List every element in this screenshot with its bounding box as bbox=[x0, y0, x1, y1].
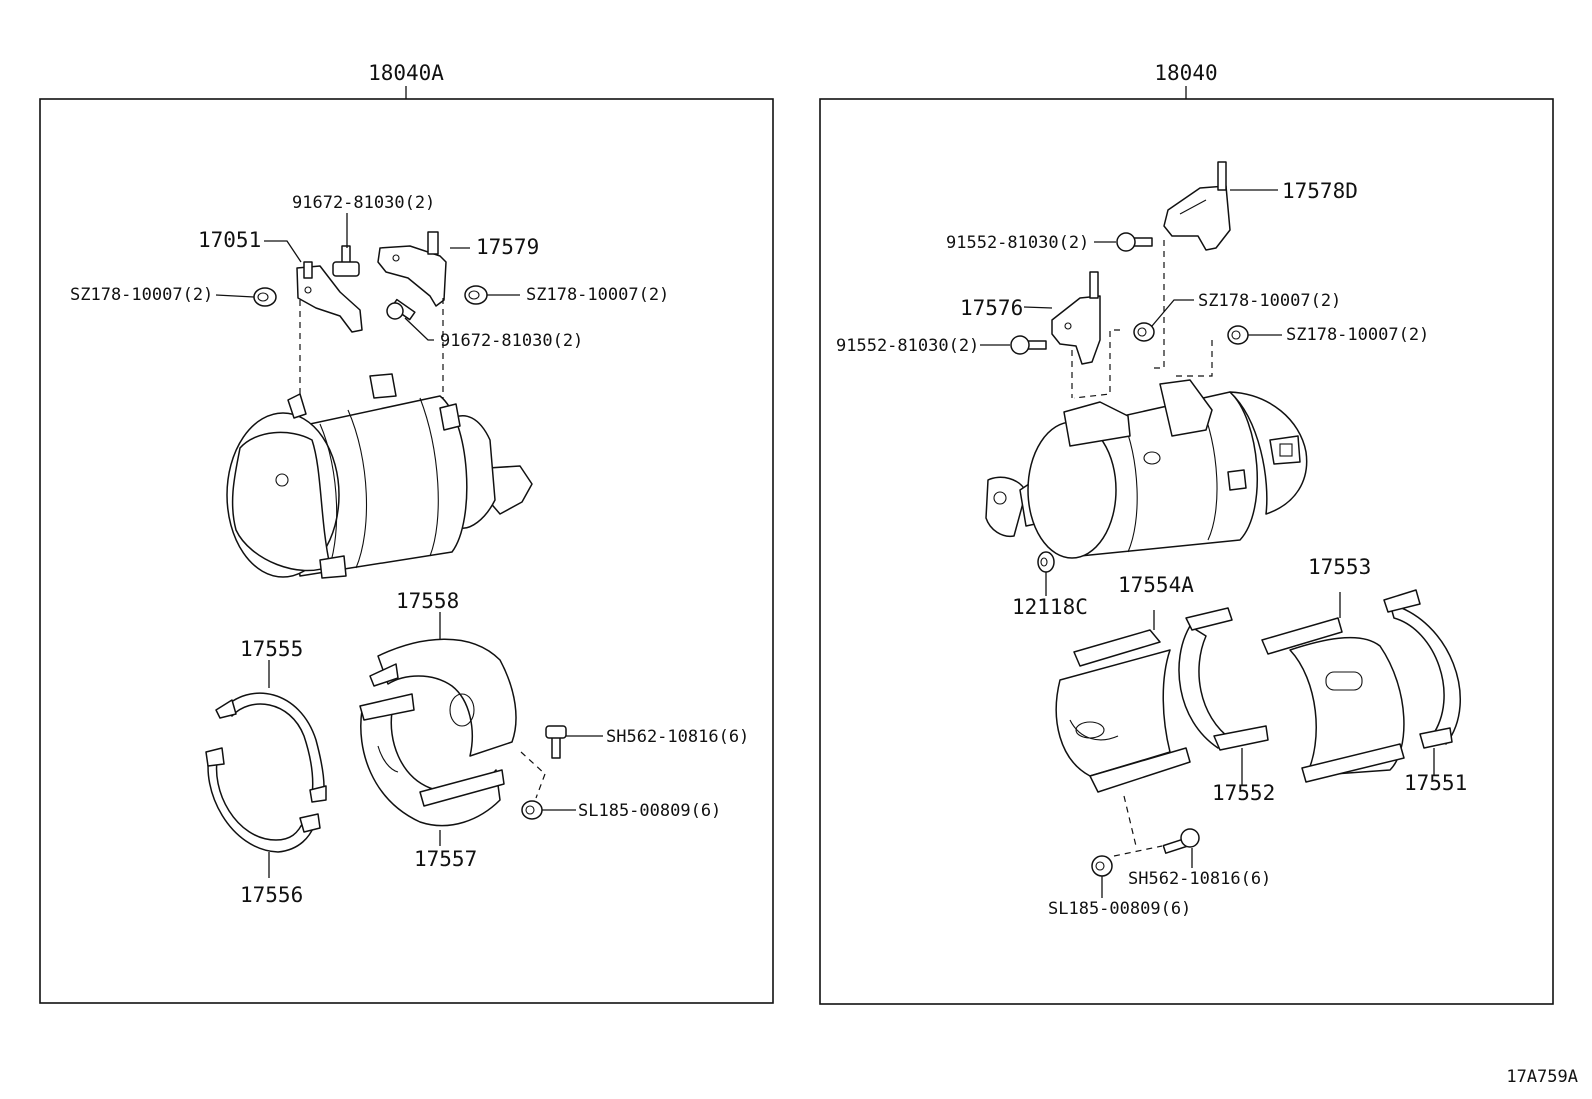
label-sh562-10816-right: SH562-10816(6) bbox=[1128, 869, 1271, 889]
label-sz178-10007-right-r: SZ178-10007(2) bbox=[1286, 325, 1429, 345]
heat-shield-17557 bbox=[359, 693, 505, 827]
bolt-91552-top bbox=[1116, 232, 1153, 252]
heat-shield-17553 bbox=[1261, 617, 1405, 783]
bracket-17578d bbox=[1163, 161, 1231, 251]
label-91672-81030-bottom: 91672-81030(2) bbox=[440, 331, 583, 351]
label-17553: 17553 bbox=[1308, 555, 1371, 579]
bracket-17579 bbox=[377, 231, 447, 307]
label-17051: 17051 bbox=[198, 228, 261, 252]
nut-sz178-right bbox=[464, 285, 488, 305]
gasket-12118c bbox=[1037, 551, 1055, 573]
right-assembly-title: 18040 bbox=[1154, 61, 1217, 85]
label-17555: 17555 bbox=[240, 637, 303, 661]
label-91672-81030-top: 91672-81030(2) bbox=[292, 193, 435, 213]
label-17551: 17551 bbox=[1404, 771, 1467, 795]
bolt-sh562-left bbox=[545, 725, 567, 759]
illustration-code: 17A759A bbox=[1506, 1067, 1578, 1087]
label-17579: 17579 bbox=[476, 235, 539, 259]
bracket-17576 bbox=[1051, 271, 1101, 365]
label-17557: 17557 bbox=[414, 847, 477, 871]
label-17578d: 17578D bbox=[1282, 179, 1358, 203]
right-assembly-frame bbox=[819, 98, 1554, 1005]
label-91552-81030-top: 91552-81030(2) bbox=[946, 233, 1089, 253]
bolt-91552-bottom bbox=[1010, 335, 1047, 355]
label-sh562-10816-left: SH562-10816(6) bbox=[606, 727, 749, 747]
label-sz178-10007-mid: SZ178-10007(2) bbox=[1198, 291, 1341, 311]
label-17556: 17556 bbox=[240, 883, 303, 907]
left-assembly-frame bbox=[39, 98, 774, 1004]
nut-sl185-right bbox=[1091, 855, 1113, 877]
label-sl185-00809-left: SL185-00809(6) bbox=[578, 801, 721, 821]
bracket-17051 bbox=[296, 261, 363, 333]
nut-sz178-mid bbox=[1133, 322, 1155, 342]
converter-18040a bbox=[226, 373, 533, 579]
label-17558: 17558 bbox=[396, 589, 459, 613]
bolt-91672-top bbox=[332, 245, 360, 277]
bolt-sh562-right bbox=[1162, 828, 1200, 854]
nut-sz178-left bbox=[253, 287, 277, 307]
label-91552-81030-bottom: 91552-81030(2) bbox=[836, 336, 979, 356]
label-17552: 17552 bbox=[1212, 781, 1275, 805]
right-assembly: 18040 bbox=[819, 61, 1554, 1005]
bolt-91672-bottom bbox=[386, 298, 416, 321]
nut-sz178-right-r bbox=[1227, 325, 1249, 345]
heat-shield-17558 bbox=[369, 638, 517, 757]
label-12118c: 12118C bbox=[1012, 595, 1088, 619]
left-assembly-title: 18040A bbox=[368, 61, 444, 85]
clamp-17551 bbox=[1383, 589, 1461, 749]
nut-sl185-left bbox=[521, 800, 543, 820]
clamp-17552 bbox=[1178, 607, 1269, 751]
label-17554a: 17554A bbox=[1118, 573, 1194, 597]
heat-shield-17554a bbox=[1055, 629, 1191, 793]
label-sz178-10007-right: SZ178-10007(2) bbox=[526, 285, 669, 305]
clamp-17555 bbox=[215, 692, 327, 803]
clamp-17556 bbox=[205, 747, 321, 853]
label-sz178-10007-left: SZ178-10007(2) bbox=[70, 285, 213, 305]
label-sl185-00809-right: SL185-00809(6) bbox=[1048, 899, 1191, 919]
converter-18040 bbox=[985, 379, 1308, 559]
label-17576: 17576 bbox=[960, 296, 1023, 320]
left-assembly: 18040A bbox=[39, 61, 774, 1004]
